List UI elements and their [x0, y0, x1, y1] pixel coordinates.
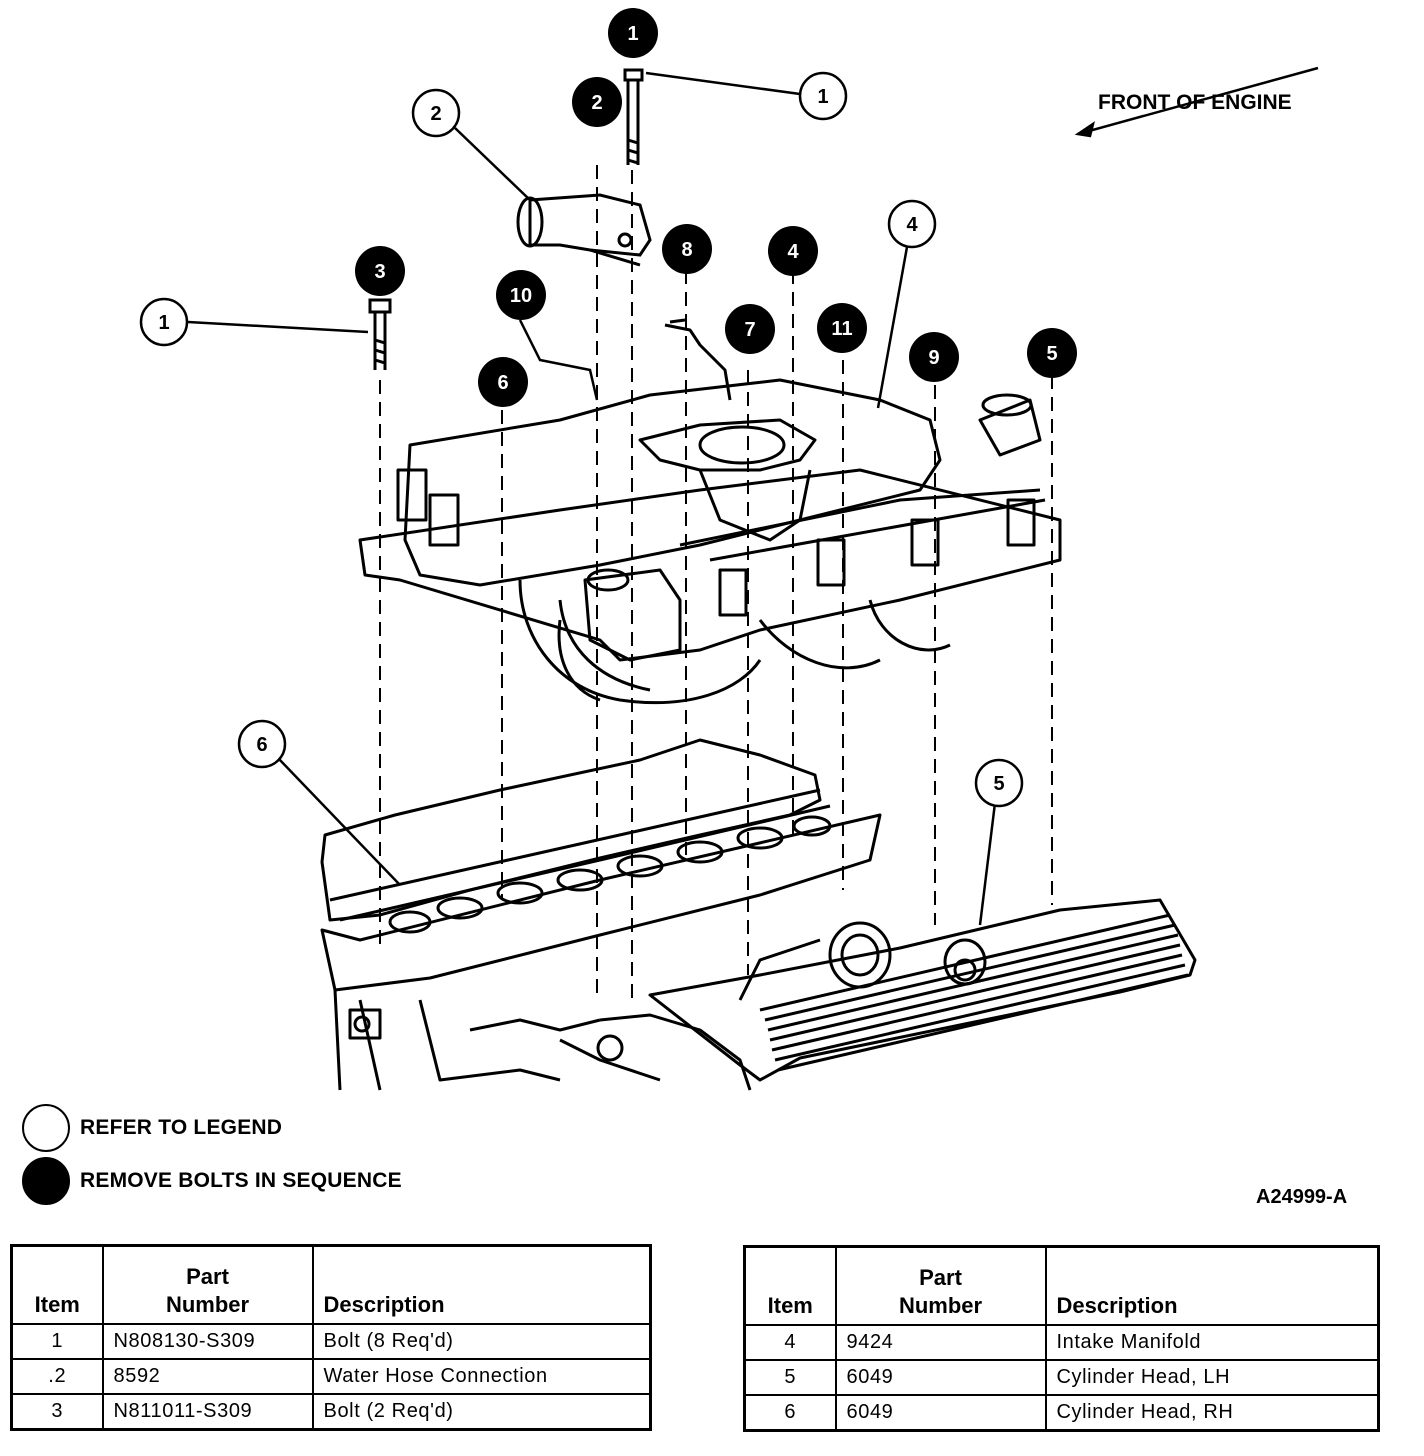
sequence-callouts: 1 2 3 4 5 6 7 8 9 10 11 [355, 8, 1077, 407]
cell-description: Intake Manifold [1044, 1324, 1380, 1361]
svg-text:8: 8 [681, 239, 692, 261]
svg-text:10: 10 [510, 285, 532, 307]
table-row: 3 N811011-S309 Bolt (2 Req'd) [10, 1393, 652, 1431]
svg-text:9: 9 [928, 347, 939, 369]
svg-text:2: 2 [591, 92, 602, 114]
legend-callouts: 1 2 1 4 6 5 [139, 71, 1024, 808]
header-item: Item [743, 1245, 837, 1326]
legend-filled-label: REMOVE BOLTS IN SEQUENCE [80, 1169, 402, 1192]
intake-manifold-drawing [358, 318, 1062, 705]
water-hose-connection-drawing [516, 193, 652, 267]
cell-part-number: 8592 [101, 1358, 314, 1395]
table-row: 5 6049 Cylinder Head, LH [743, 1359, 1380, 1396]
callout-seq-9: 9 [909, 332, 959, 382]
header-item: Item [10, 1244, 104, 1325]
callout-seq-8: 8 [662, 224, 712, 274]
cell-description: Bolt (2 Req'd) [311, 1393, 652, 1431]
table-row: 4 9424 Intake Manifold [743, 1324, 1380, 1361]
cell-part-number: N808130-S309 [101, 1323, 314, 1360]
svg-text:5: 5 [993, 773, 1004, 795]
svg-text:1: 1 [158, 312, 169, 334]
callout-seq-6: 6 [478, 357, 528, 407]
cell-description: Cylinder Head, LH [1044, 1359, 1380, 1396]
cell-item: 3 [10, 1393, 104, 1431]
engine-block-drawing [320, 738, 1197, 1091]
figure-code: A24999-A [1256, 1186, 1348, 1208]
legend-open-label: REFER TO LEGEND [80, 1116, 283, 1139]
cell-item: 1 [10, 1323, 104, 1360]
intake-manifold-diagram: 1 2 1 4 6 5 1 2 3 4 5 6 7 8 9 [139, 8, 1319, 1091]
callout-seq-10: 10 [496, 270, 546, 320]
filled-circle-icon [22, 1157, 70, 1205]
cell-item: 5 [743, 1359, 837, 1396]
svg-text:4: 4 [906, 214, 918, 236]
callout-legend-5: 5 [974, 758, 1024, 808]
leader-lines [187, 66, 1319, 926]
bolt-location-lines [379, 165, 1053, 1000]
svg-text:5: 5 [1046, 343, 1057, 365]
callout-seq-7: 7 [725, 304, 775, 354]
cell-item: .2 [10, 1358, 104, 1395]
legend-open-circle-row: REFER TO LEGEND [22, 1104, 282, 1152]
cell-item: 4 [743, 1324, 837, 1361]
callout-seq-3: 3 [355, 246, 405, 296]
table-row: .2 8592 Water Hose Connection [10, 1358, 652, 1395]
cell-description: Cylinder Head, RH [1044, 1394, 1380, 1432]
callout-seq-4: 4 [768, 226, 818, 276]
svg-text:3: 3 [374, 261, 385, 283]
cell-part-number: N811011-S309 [101, 1393, 314, 1431]
svg-text:4: 4 [787, 241, 799, 263]
bolt-drawings [368, 68, 644, 370]
callout-legend-2: 2 [411, 88, 461, 138]
cell-part-number: 6049 [834, 1394, 1047, 1432]
table-row: 6 6049 Cylinder Head, RH [743, 1394, 1380, 1432]
cell-item: 6 [743, 1394, 837, 1432]
svg-text:11: 11 [831, 318, 852, 340]
svg-text:6: 6 [497, 372, 508, 394]
header-description: Description [1044, 1245, 1380, 1326]
svg-text:2: 2 [430, 103, 441, 125]
table-row: 1 N808130-S309 Bolt (8 Req'd) [10, 1323, 652, 1360]
callout-seq-2: 2 [572, 77, 622, 127]
cell-description: Bolt (8 Req'd) [311, 1323, 652, 1360]
svg-text:1: 1 [627, 23, 638, 45]
callout-legend-1-left: 1 [139, 297, 189, 347]
callout-legend-6: 6 [237, 719, 287, 769]
cell-description: Water Hose Connection [311, 1358, 652, 1395]
callout-seq-5: 5 [1027, 328, 1077, 378]
callout-legend-1-top: 1 [798, 71, 848, 121]
header-description: Description [311, 1244, 652, 1325]
svg-text:1: 1 [817, 86, 828, 108]
svg-text:6: 6 [256, 734, 267, 756]
svg-text:7: 7 [744, 319, 755, 341]
front-of-engine-label: FRONT OF ENGINE [1098, 91, 1292, 114]
callout-legend-4: 4 [887, 199, 937, 249]
callout-seq-11: 11 [817, 303, 867, 353]
callout-seq-1: 1 [608, 8, 658, 58]
cell-part-number: 6049 [834, 1359, 1047, 1396]
open-circle-icon [22, 1104, 70, 1152]
cell-part-number: 9424 [834, 1324, 1047, 1361]
legend-filled-circle-row: REMOVE BOLTS IN SEQUENCE [22, 1157, 402, 1205]
